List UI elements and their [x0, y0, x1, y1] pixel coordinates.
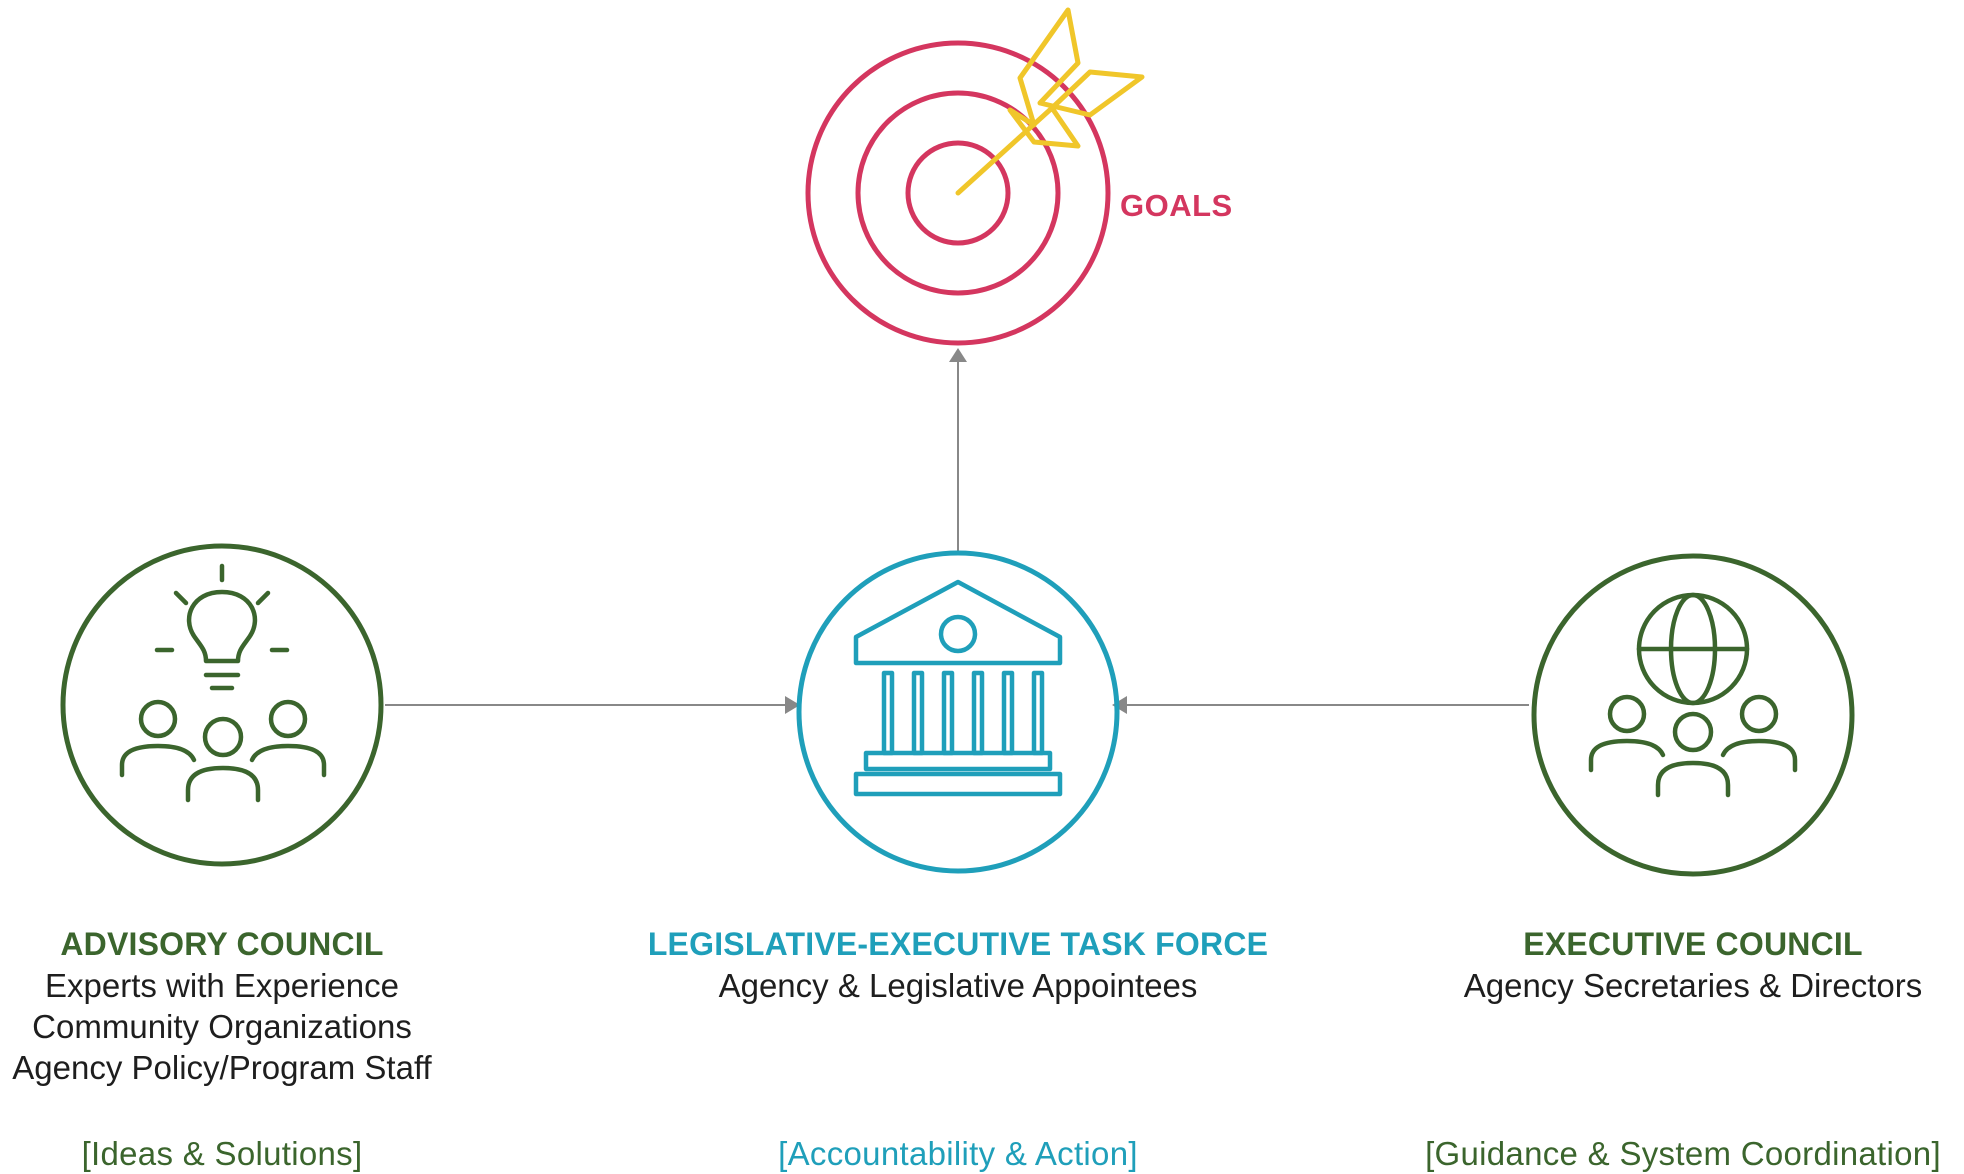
goals-label: GOALS — [1120, 188, 1233, 223]
advisory-council-node — [60, 543, 384, 867]
task-force-title: LEGISLATIVE-EXECUTIVE TASK FORCE — [647, 926, 1269, 962]
task-force-text: LEGISLATIVE-EXECUTIVE TASK FORCE Agency … — [618, 924, 1298, 1006]
executive-council-title: EXECUTIVE COUNCIL — [1523, 926, 1863, 962]
globe-people-icon — [1588, 592, 1798, 798]
advisory-member-line: Agency Policy/Program Staff — [12, 1049, 432, 1086]
executive-council-tag: [Guidance & System Coordination] — [1425, 1135, 1941, 1172]
executive-council-text: EXECUTIVE COUNCIL Agency Secretaries & D… — [1443, 924, 1943, 1006]
advisory-member-line: Community Organizations — [32, 1008, 412, 1045]
arrowhead-right — [1112, 696, 1127, 714]
advisory-member-line: Experts with Experience — [45, 967, 399, 1004]
target-with-arrow-icon — [805, 7, 1145, 346]
task-force-tag: [Accountability & Action] — [778, 1135, 1138, 1172]
connectors — [385, 348, 1529, 714]
advisory-council-text: ADVISORY COUNCIL Experts with Experience… — [2, 924, 442, 1088]
task-force-member-line: Agency & Legislative Appointees — [718, 967, 1198, 1004]
advisory-council-tag: [Ideas & Solutions] — [81, 1135, 363, 1172]
arrowhead-left — [785, 696, 800, 714]
government-building-icon — [853, 579, 1063, 797]
executive-council-node — [1531, 553, 1855, 877]
lightbulb-people-icon — [119, 563, 327, 803]
advisory-council-title: ADVISORY COUNCIL — [60, 926, 384, 962]
task-force-node — [796, 550, 1120, 874]
arrowhead-up — [949, 348, 967, 362]
executive-member-line: Agency Secretaries & Directors — [1463, 967, 1923, 1004]
